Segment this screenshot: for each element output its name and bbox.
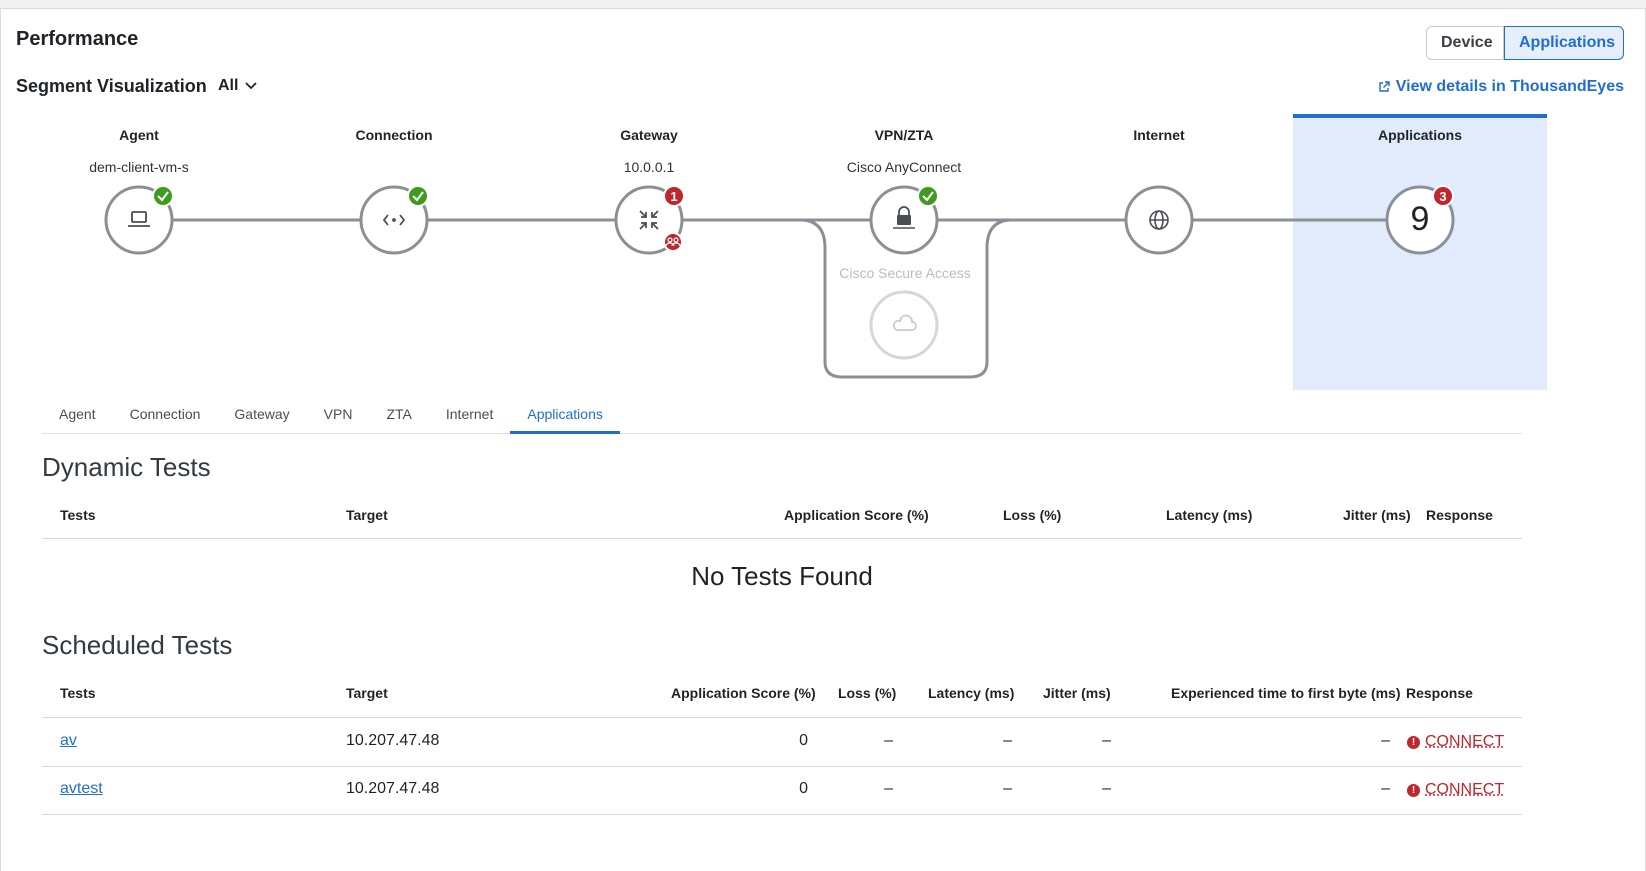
segment-title: Segment Visualization xyxy=(16,76,207,96)
segment-filter-value: All xyxy=(218,77,239,94)
applications-toggle-button[interactable]: Applications xyxy=(1504,26,1624,60)
segment-filter-dropdown[interactable]: All xyxy=(218,77,258,95)
gateway-users-badge xyxy=(663,232,683,252)
agent-ok-badge xyxy=(152,185,174,207)
tab-connection[interactable]: Connection xyxy=(129,406,201,422)
applications-count: 9 xyxy=(1410,200,1430,238)
dynamic-tests-title: Dynamic Tests xyxy=(42,452,211,482)
dyn-header-score[interactable]: Application Score (%) xyxy=(784,507,929,523)
tab-zta[interactable]: ZTA xyxy=(386,406,412,422)
view-toggle: Device Applications xyxy=(1426,26,1624,60)
tab-gateway[interactable]: Gateway xyxy=(234,406,290,422)
score-cell: 0 xyxy=(799,780,808,797)
response-connect[interactable]: ! CONNECT xyxy=(1407,733,1504,751)
segment-tabs: Agent Connection Gateway VPN ZTA Interne… xyxy=(42,398,1522,434)
globe-icon xyxy=(1149,210,1169,230)
gateway-label: Gateway xyxy=(620,127,678,143)
response-connect[interactable]: ! CONNECT xyxy=(1407,781,1504,799)
vpn-ok-badge xyxy=(917,185,939,207)
dyn-header-tests[interactable]: Tests xyxy=(60,507,96,523)
device-toggle-button[interactable]: Device xyxy=(1426,26,1504,60)
ttfb-cell: – xyxy=(1381,780,1390,797)
tab-vpn[interactable]: VPN xyxy=(323,406,353,422)
dyn-header-latency[interactable]: Latency (ms) xyxy=(1166,507,1253,523)
dyn-header-target[interactable]: Target xyxy=(346,507,388,523)
lock-icon xyxy=(893,206,915,229)
agent-sub: dem-client-vm-s xyxy=(89,159,189,175)
sch-header-response[interactable]: Response xyxy=(1406,685,1473,701)
loss-cell: – xyxy=(884,732,893,749)
gateway-icon xyxy=(639,210,659,230)
applications-label: Applications xyxy=(1377,127,1462,143)
cloud-icon xyxy=(892,314,917,331)
target-cell: 10.207.47.48 xyxy=(346,732,440,749)
view-details-text: View details in ThousandEyes xyxy=(1395,78,1624,95)
loss-cell: – xyxy=(884,780,893,797)
sch-header-target[interactable]: Target xyxy=(346,685,388,701)
sch-header-score[interactable]: Application Score (%) xyxy=(671,685,816,701)
vpn-zta-label: VPN/ZTA xyxy=(874,127,934,143)
error-icon: ! xyxy=(1407,783,1420,797)
gateway-sub: 10.0.0.1 xyxy=(623,159,675,175)
sch-header-jitter[interactable]: Jitter (ms) xyxy=(1043,685,1111,701)
secure-access-node[interactable] xyxy=(869,290,939,360)
jitter-cell: – xyxy=(1102,780,1111,797)
view-details-link[interactable]: View details in ThousandEyes xyxy=(1378,78,1624,96)
agent-label: Agent xyxy=(119,127,159,143)
internet-label: Internet xyxy=(1133,127,1185,143)
vpn-zta-sub: Cisco AnyConnect xyxy=(846,159,962,175)
jitter-cell: – xyxy=(1102,732,1111,749)
latency-cell: – xyxy=(1003,780,1012,797)
response-text: CONNECT xyxy=(1425,733,1505,750)
no-tests-message: No Tests Found xyxy=(691,561,873,591)
scheduled-tests-title: Scheduled Tests xyxy=(42,630,233,660)
target-cell: 10.207.47.48 xyxy=(346,780,440,797)
dyn-header-jitter[interactable]: Jitter (ms) xyxy=(1343,507,1411,523)
segment-visualization: 1 3 xyxy=(104,185,1455,379)
segment-lines xyxy=(172,218,1387,379)
tab-agent[interactable]: Agent xyxy=(59,406,96,422)
gateway-badge-count: 1 xyxy=(670,189,677,204)
sch-header-tests[interactable]: Tests xyxy=(60,685,96,701)
laptop-icon xyxy=(128,211,150,227)
sch-header-loss[interactable]: Loss (%) xyxy=(838,685,897,701)
test-link[interactable]: av xyxy=(60,732,77,749)
divider xyxy=(42,766,1522,767)
chevron-down-icon xyxy=(245,82,258,90)
secure-access-label: Cisco Secure Access xyxy=(839,265,971,281)
test-link[interactable]: avtest xyxy=(60,780,103,797)
applications-badge-count: 3 xyxy=(1439,189,1446,204)
divider xyxy=(42,538,1522,539)
dyn-header-loss[interactable]: Loss (%) xyxy=(1003,507,1062,523)
connection-arrows-icon xyxy=(382,214,406,226)
connection-label: Connection xyxy=(355,127,433,143)
score-cell: 0 xyxy=(799,732,808,749)
gateway-error-badge: 1 xyxy=(663,185,685,207)
error-icon: ! xyxy=(1407,735,1420,749)
external-link-icon xyxy=(1379,81,1390,92)
latency-cell: – xyxy=(1003,732,1012,749)
divider xyxy=(42,814,1522,815)
divider xyxy=(42,717,1522,718)
tab-internet[interactable]: Internet xyxy=(445,406,494,422)
sch-header-latency[interactable]: Latency (ms) xyxy=(928,685,1015,701)
tab-applications[interactable]: Applications xyxy=(510,398,620,434)
response-text: CONNECT xyxy=(1425,781,1505,798)
dyn-header-response[interactable]: Response xyxy=(1426,507,1493,523)
connection-ok-badge xyxy=(407,185,429,207)
sch-header-ttfb[interactable]: Experienced time to first byte (ms) xyxy=(1171,685,1401,701)
applications-error-badge: 3 xyxy=(1432,185,1454,207)
ttfb-cell: – xyxy=(1381,732,1390,749)
page-title: Performance xyxy=(16,28,139,50)
